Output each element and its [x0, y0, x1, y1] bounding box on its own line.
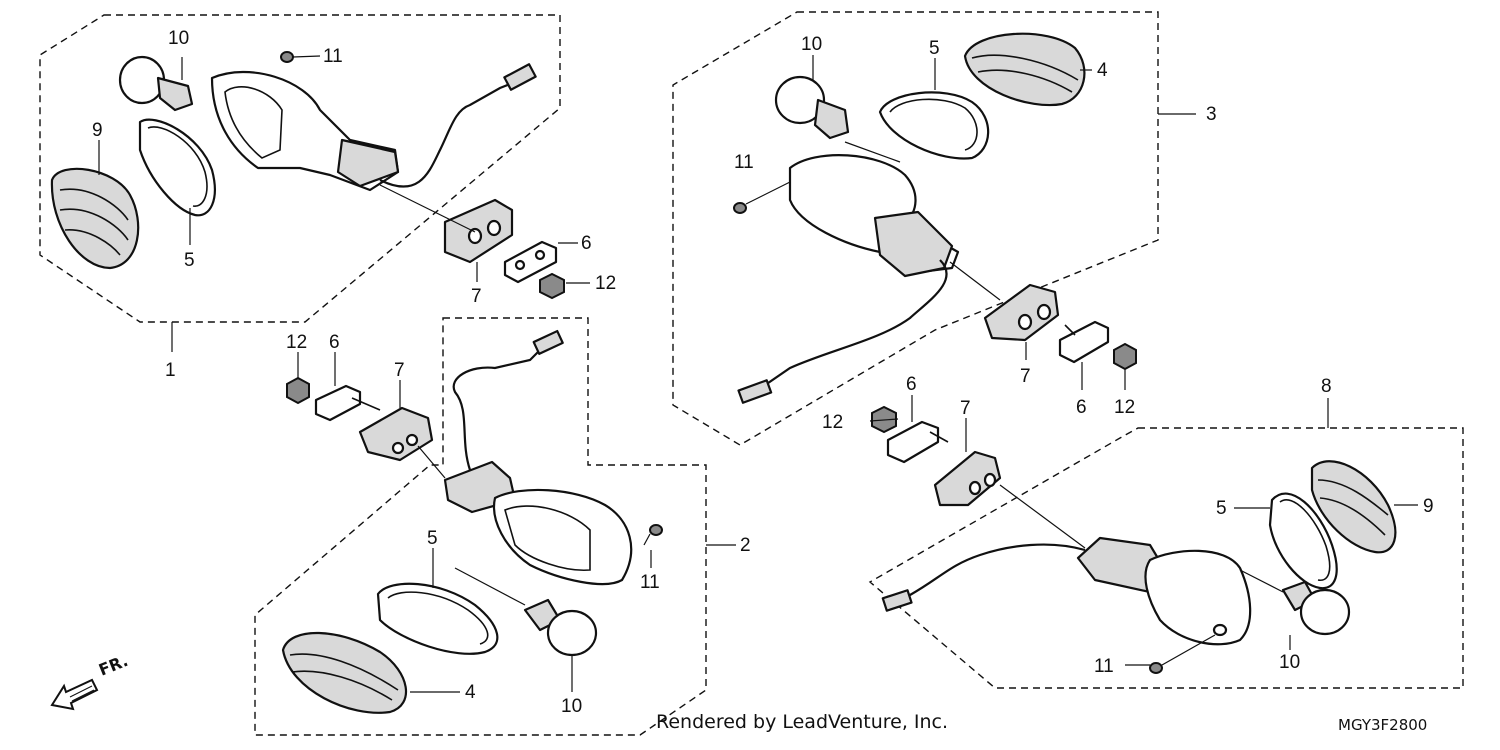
grommet-7[interactable]: [933, 450, 1002, 507]
assembly-1-frame: [39, 14, 561, 323]
connector-3: [737, 379, 773, 404]
callout-7[interactable]: 7: [471, 286, 482, 307]
turn-signal-housing-3[interactable]: [788, 154, 960, 278]
screw-11[interactable]: [1149, 634, 1216, 674]
gasket-5[interactable]: [878, 91, 990, 160]
callout-2[interactable]: 2: [740, 535, 751, 556]
plate-6[interactable]: [314, 384, 381, 422]
nut-12[interactable]: [1113, 342, 1137, 371]
callout-5[interactable]: 5: [427, 528, 438, 549]
callout-4[interactable]: 4: [465, 682, 476, 703]
callout-7[interactable]: 7: [960, 398, 971, 419]
bulb-10[interactable]: [523, 598, 598, 657]
gasket-5[interactable]: [138, 118, 216, 217]
lens-4[interactable]: [963, 32, 1086, 107]
lens-9[interactable]: [1310, 460, 1397, 554]
callout-5[interactable]: 5: [1216, 498, 1227, 519]
gasket-5[interactable]: [376, 582, 499, 655]
callout-11[interactable]: 11: [640, 572, 660, 593]
screw-11[interactable]: [643, 524, 663, 568]
assembly-8: [868, 395, 1464, 689]
callout-12[interactable]: 12: [595, 273, 616, 294]
plate-6[interactable]: [503, 240, 578, 284]
bulb-10[interactable]: [118, 55, 194, 112]
assembly-1: [39, 14, 590, 352]
wire-2: [452, 339, 551, 471]
assembly-2: [254, 317, 736, 736]
turn-signal-housing-4[interactable]: [1076, 536, 1252, 646]
screw-11[interactable]: [280, 51, 321, 63]
callout-11[interactable]: 11: [734, 152, 754, 173]
turn-signal-housing-2[interactable]: [443, 460, 633, 586]
assembly-8-frame: [868, 427, 1464, 689]
grommet-7[interactable]: [983, 283, 1060, 342]
gasket-5[interactable]: [1268, 492, 1338, 590]
nut-12[interactable]: [286, 376, 310, 405]
footer-credit: Rendered by LeadVenture, Inc.: [656, 711, 949, 733]
callout-7[interactable]: 7: [394, 360, 405, 381]
callout-12[interactable]: 12: [822, 412, 843, 433]
assembly-3-frame: [672, 11, 1159, 446]
callout-10[interactable]: 10: [801, 34, 822, 55]
callout-4[interactable]: 4: [1097, 60, 1108, 81]
turn-signal-housing-1[interactable]: [210, 70, 400, 192]
callout-11[interactable]: 11: [1094, 656, 1114, 677]
callout-labels: 1 10 11 9 5 6 7 12 2 12 6 7 5 11 4 10 3 …: [92, 28, 1434, 717]
connector-4: [881, 589, 913, 612]
lens-4[interactable]: [281, 631, 408, 714]
wire-1: [379, 78, 521, 188]
callout-12[interactable]: 12: [1114, 397, 1135, 418]
diagram-code: MGY3F2800: [1338, 716, 1428, 734]
screw-11[interactable]: [733, 181, 791, 214]
callout-6[interactable]: 6: [906, 374, 917, 395]
connector-2: [532, 329, 564, 355]
callout-7[interactable]: 7: [1020, 366, 1031, 387]
front-arrow-icon: [50, 678, 99, 711]
callout-1[interactable]: 1: [165, 360, 176, 381]
callout-6[interactable]: 6: [581, 233, 592, 254]
callout-5[interactable]: 5: [929, 38, 940, 59]
callout-10[interactable]: 10: [561, 696, 582, 717]
lens-9[interactable]: [50, 167, 140, 270]
plate-6[interactable]: [1058, 320, 1110, 364]
bulb-10[interactable]: [774, 75, 850, 140]
nut-12[interactable]: [539, 272, 590, 300]
connector-1: [503, 63, 537, 91]
assembly-3: [672, 11, 1196, 446]
callout-5[interactable]: 5: [184, 250, 195, 271]
callout-12[interactable]: 12: [286, 332, 307, 353]
callout-3[interactable]: 3: [1206, 104, 1217, 125]
plate-6[interactable]: [886, 420, 949, 464]
callout-6[interactable]: 6: [1076, 397, 1087, 418]
callout-9[interactable]: 9: [1423, 496, 1434, 517]
callout-11[interactable]: 11: [323, 46, 343, 67]
wire-4: [894, 543, 1086, 603]
bulb-10[interactable]: [1281, 580, 1351, 636]
callout-9[interactable]: 9: [92, 120, 103, 141]
callout-6[interactable]: 6: [329, 332, 340, 353]
wire-3: [754, 259, 948, 393]
grommet-7[interactable]: [358, 406, 434, 462]
callout-10[interactable]: 10: [1279, 652, 1300, 673]
callout-10[interactable]: 10: [168, 28, 189, 49]
grommet-7[interactable]: [443, 198, 514, 264]
callout-8[interactable]: 8: [1321, 376, 1332, 397]
